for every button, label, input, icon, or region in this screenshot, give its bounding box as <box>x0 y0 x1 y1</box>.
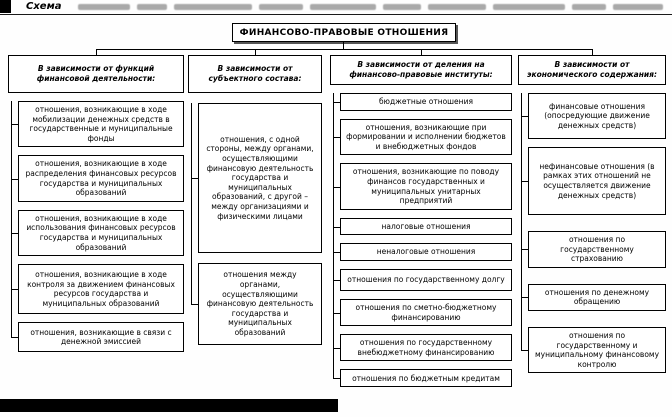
diagram-node: отношения, возникающие при формировании … <box>333 118 512 156</box>
connector-line <box>255 49 256 55</box>
scheme-label: Схема <box>26 1 62 12</box>
illegible-header-text <box>78 4 670 12</box>
connector-spine <box>11 101 12 337</box>
connector-line <box>421 49 422 55</box>
diagram-node: отношения, возникающие в ходе контроля з… <box>11 264 184 315</box>
connector-line <box>343 41 344 49</box>
diagram-node: отношения по денежному обращению <box>521 283 666 311</box>
connector-line <box>96 49 593 50</box>
diagram-node: отношения по государственному внебюджетн… <box>333 334 512 362</box>
diagram-node: отношения, возникающие в ходе распределе… <box>11 155 184 202</box>
diagram-node: отношения по бюджетным кредитам <box>333 369 512 388</box>
branch-institutes: В зависимости от деления на финансово-пр… <box>330 55 512 388</box>
diagram-node: бюджетные отношения <box>333 93 512 111</box>
connector-spine <box>521 93 522 350</box>
branch-economic-content: В зависимости от экономического содержан… <box>518 55 666 374</box>
connector-spine <box>191 103 192 304</box>
branch-header: В зависимости от экономического содержан… <box>518 55 666 85</box>
diagram-node: налоговые отношения <box>333 217 512 236</box>
branch-functions: В зависимости от функций финансовой деят… <box>8 55 184 353</box>
connector-line <box>96 49 97 55</box>
diagram-node: отношения, возникающие по поводу финансо… <box>333 163 512 210</box>
header-rule <box>0 14 672 15</box>
diagram-node: отношения по государственному и муниципа… <box>521 326 666 374</box>
diagram-node: отношения по государственному страховани… <box>521 231 666 268</box>
diagram-node: отношения по государственному долгу <box>333 268 512 291</box>
connector-line <box>592 49 593 55</box>
diagram-title: ФИНАНСОВО-ПРАВОВЫЕ ОТНОШЕНИЯ <box>232 23 456 42</box>
diagram-node: отношения, с одной стороны, между органа… <box>191 103 322 253</box>
diagram-node: отношения, возникающие в ходе использова… <box>11 209 184 257</box>
diagram-node: неналоговые отношения <box>333 243 512 261</box>
branch-header: В зависимости от субъектного состава: <box>188 55 322 93</box>
diagram-node: отношения, возникающие в ходе мобилизаци… <box>11 101 184 148</box>
diagram-node: нефинансовые отношения (в рамках этих от… <box>521 147 666 215</box>
diagram-node: финансовые отношения (опосредующие движе… <box>521 93 666 139</box>
diagram-node: отношения, возникающие в связи с денежно… <box>11 322 184 353</box>
branch-header: В зависимости от функций финансовой деят… <box>8 55 184 93</box>
scan-corner-mark <box>0 0 11 13</box>
connector-spine <box>333 93 334 378</box>
branch-header: В зависимости от деления на финансово-пр… <box>330 55 512 85</box>
diagram-node: отношения по сметно-бюджетному финансиро… <box>333 298 512 327</box>
diagram-node: отношения между органами, осуществляющим… <box>191 263 322 345</box>
scan-bottom-mark <box>0 399 338 412</box>
branch-subjects: В зависимости от субъектного состава: от… <box>188 55 322 345</box>
